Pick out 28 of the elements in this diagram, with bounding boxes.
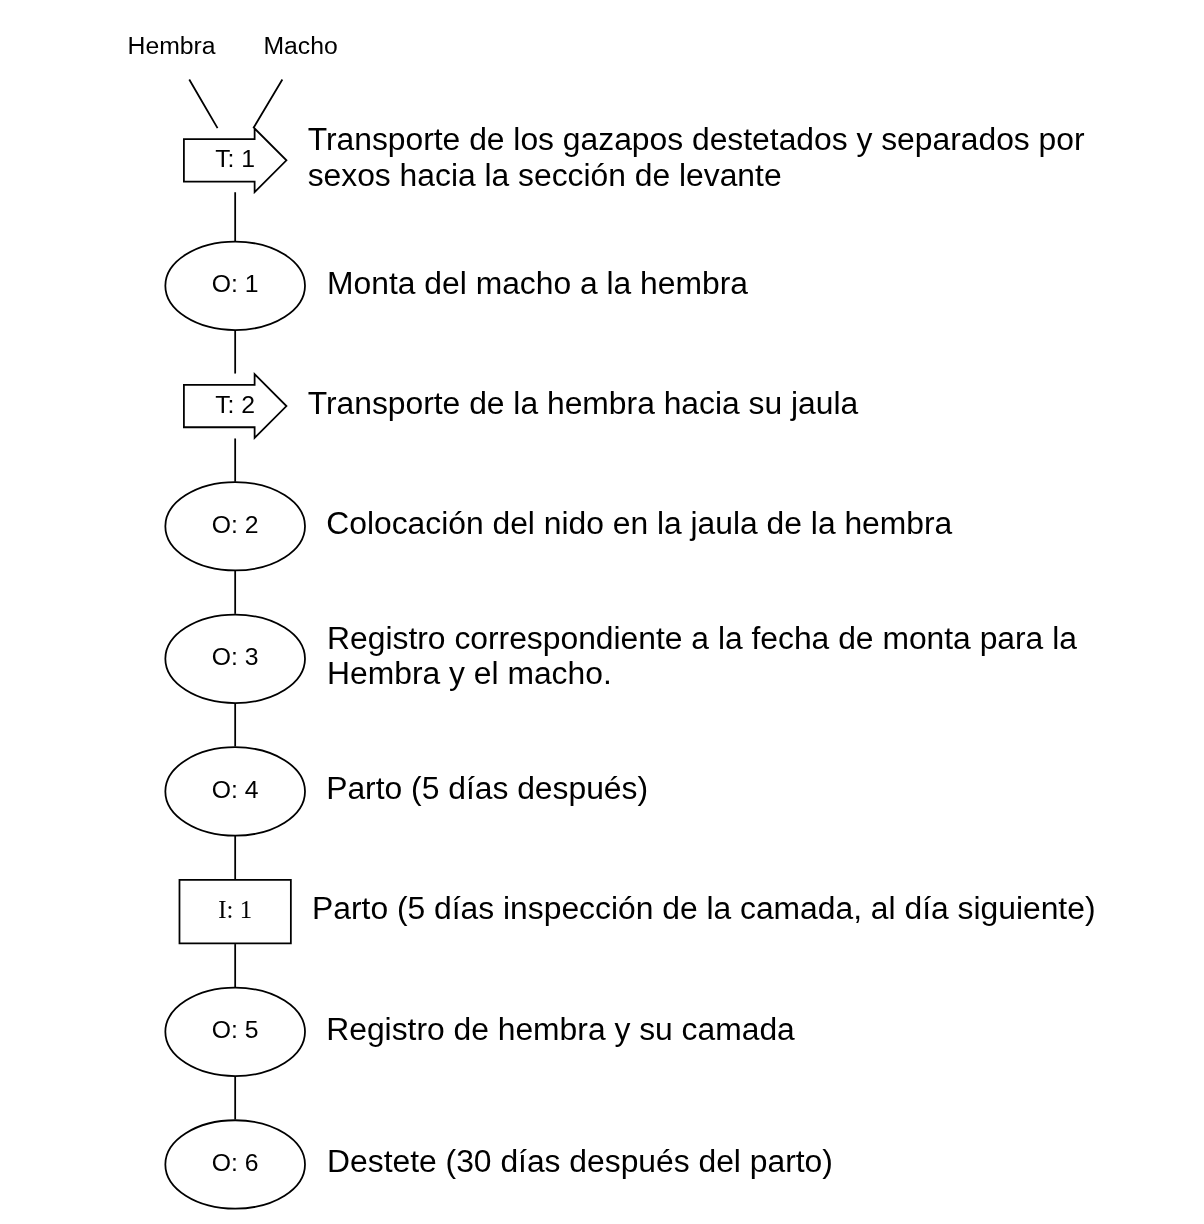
node-label: Destete (30 días después del parto)	[327, 1143, 833, 1180]
node-ellipse: O: 3	[164, 613, 306, 704]
node-label: Colocación del nido en la jaula de la hembra	[326, 505, 953, 542]
connector	[188, 78, 219, 130]
node-ellipse: O: 6	[164, 1119, 306, 1210]
node-text: Macho	[263, 31, 338, 59]
connector	[234, 570, 237, 615]
node-box: I: 1	[178, 878, 292, 945]
connector	[234, 943, 237, 989]
node-label: Transporte de la hembra hacia su jaula	[307, 384, 859, 421]
connector	[234, 835, 237, 881]
node-label: Monta del macho a la hembra	[327, 264, 748, 301]
node-label: Parto (5 días después)	[326, 770, 649, 807]
node-label: Transporte de los gazapos destetados y separados por sexos hacia la sección de levante	[307, 121, 1085, 193]
connector	[234, 437, 237, 483]
node-label: Registro correspondiente a la fecha de monta para la Hembra y el macho.	[327, 619, 1077, 692]
node-text: Hembra	[127, 31, 216, 59]
connector	[234, 191, 237, 243]
connector	[234, 329, 237, 375]
connector	[234, 1075, 237, 1121]
connector	[234, 702, 237, 748]
node-label: Parto (5 días inspección de la camada, al día siguiente)	[312, 890, 1096, 927]
connector	[252, 78, 284, 130]
node-ellipse: O: 2	[164, 481, 306, 572]
node-ellipse: O: 5	[164, 986, 306, 1077]
node-label: Registro de hembra y su camada	[326, 1010, 795, 1047]
node-ellipse: O: 4	[164, 746, 306, 837]
node-ellipse: O: 1	[164, 240, 306, 331]
